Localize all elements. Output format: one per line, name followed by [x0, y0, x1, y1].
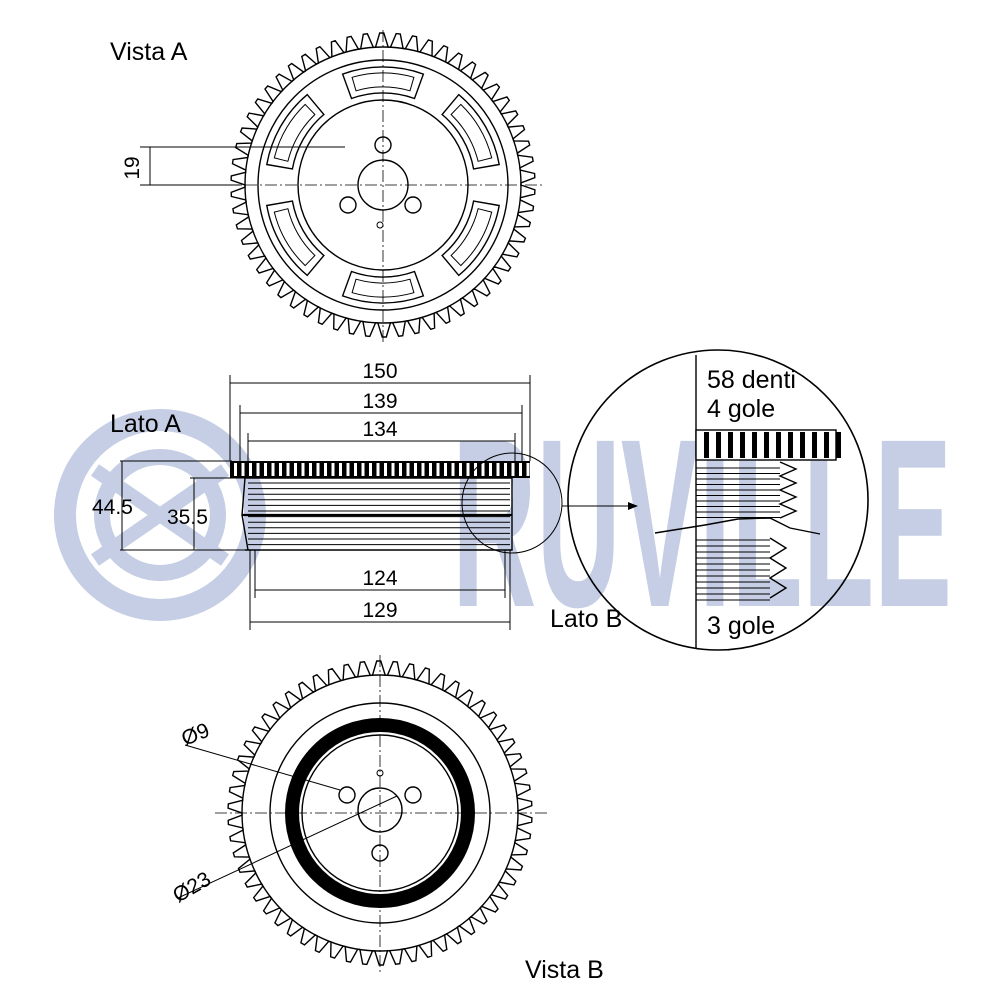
dim-35-5-label: 35.5: [167, 506, 208, 529]
detail-frame: [567, 349, 869, 651]
detail-grooves-top-label: 4 gole: [707, 395, 775, 423]
side-gear-band: [230, 461, 530, 478]
view-b-bolt-hole: [338, 786, 356, 804]
side-a-label: Lato A: [110, 410, 181, 438]
side-b-label: Lato B: [550, 605, 622, 633]
side-view-drawing: [120, 375, 638, 630]
detail-teeth-label: 58 denti: [707, 366, 796, 394]
view-a-bolt-hole: [339, 196, 357, 214]
view-a-title: Vista A: [110, 38, 188, 66]
dim-44-5-label: 44.5: [92, 496, 133, 519]
view-b-drawing: [177, 655, 548, 975]
dim-139-label: 139: [362, 390, 397, 413]
view-b-title: Vista B: [525, 956, 604, 984]
dim-129-label: 129: [362, 599, 397, 622]
view-a-drawing: 19: [121, 30, 545, 345]
detail-gear-teeth: [704, 432, 841, 458]
dim-19-label: 19: [121, 156, 144, 179]
view-a-bolt-hole: [404, 196, 422, 214]
detail-callout-circle: [461, 452, 563, 554]
detail-pulley-grooves: [696, 461, 798, 601]
dim-dia23-label: Ø23: [169, 868, 215, 908]
dim-dia9-label: Ø9: [178, 719, 213, 751]
side-gear-teeth: [234, 463, 530, 476]
view-a-pin-hole: [376, 221, 384, 229]
dim-150-label: 150: [362, 360, 397, 383]
side-pulley-grooves: [242, 482, 512, 546]
ruville-wordmark: RUVILLE: [452, 389, 952, 657]
dim-134-label: 134: [362, 418, 397, 441]
view-b-bolt-hole: [404, 786, 422, 804]
dim-124-label: 124: [362, 567, 397, 590]
detail-grooves-bottom-label: 3 gole: [707, 612, 775, 640]
detail-view: [567, 349, 869, 651]
